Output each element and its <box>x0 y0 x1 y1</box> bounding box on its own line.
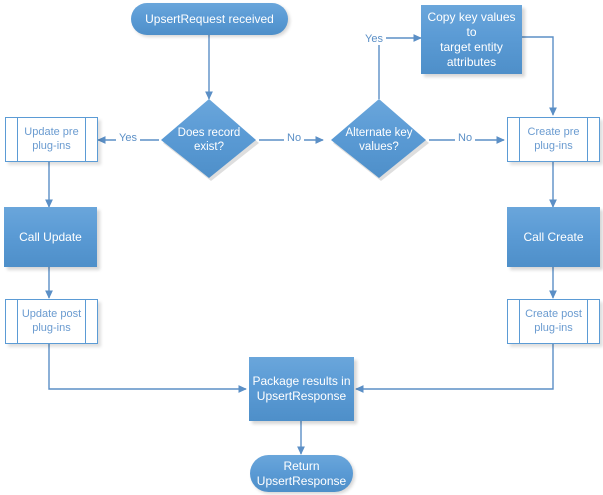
node-upsert-request-received[interactable]: UpsertRequest received <box>131 3 288 35</box>
node-label-line2: exist? <box>193 141 225 153</box>
predefined-bar-left <box>17 300 18 343</box>
node-label-line1: Update post <box>21 307 82 320</box>
node-alternate-key-values[interactable]: Alternate key values? <box>329 99 429 181</box>
edge-alt-keys-yes <box>378 34 422 99</box>
node-label: Update post plug-ins <box>8 308 95 336</box>
node-label-line1: Package results in <box>252 374 351 388</box>
node-label: Return UpsertResponse <box>257 459 346 489</box>
node-create-post-plugins[interactable]: Create post plug-ins <box>507 299 600 344</box>
node-label-line2: plug-ins <box>32 321 71 334</box>
node-does-record-exist[interactable]: Does record exist? <box>159 99 259 181</box>
node-label: Create post plug-ins <box>511 308 596 336</box>
node-label: Update pre plug-ins <box>10 126 92 154</box>
node-label-line1: Create pre <box>527 125 580 138</box>
predefined-bar-left <box>519 300 520 343</box>
predefined-bar-left <box>17 118 18 161</box>
node-update-pre-plugins[interactable]: Update pre plug-ins <box>5 117 98 162</box>
edge-label-does-exist-yes: Yes <box>116 132 140 144</box>
diamond-shape <box>331 99 429 181</box>
predefined-bar-right <box>587 118 588 161</box>
node-label-line2: UpsertResponse <box>256 473 347 488</box>
diamond-shape <box>161 99 259 181</box>
predefined-bar-right <box>85 300 86 343</box>
node-update-post-plugins[interactable]: Update post plug-ins <box>5 299 98 344</box>
node-label-line2: values? <box>359 141 399 153</box>
predefined-bar-left <box>519 118 520 161</box>
node-label-line2: target entity <box>440 39 503 54</box>
node-label-line1: Alternate key <box>345 126 413 139</box>
edge-label-does-exist-no: No <box>284 132 305 144</box>
node-label-line1: Copy key values to <box>427 9 516 39</box>
node-label-line1: Does record <box>177 126 241 139</box>
node-label: Create pre plug-ins <box>514 126 594 154</box>
node-label-line1: Create post <box>525 307 582 320</box>
edge-label-alt-keys-yes: Yes <box>362 33 386 45</box>
node-label-line2: plug-ins <box>534 139 573 152</box>
node-call-update[interactable]: Call Update <box>4 207 97 267</box>
node-label-line2: plug-ins <box>32 139 71 152</box>
node-label: Package results in UpsertResponse <box>252 374 350 404</box>
predefined-bar-right <box>85 118 86 161</box>
node-label: Copy key values to target entity attribu… <box>421 10 522 70</box>
node-label-line2: UpsertResponse <box>256 389 347 403</box>
node-create-pre-plugins[interactable]: Create pre plug-ins <box>507 117 600 162</box>
node-label: Call Update <box>19 229 82 244</box>
node-label-line2: plug-ins <box>534 321 573 334</box>
node-label-line3: attributes <box>446 54 497 69</box>
node-label: Does record exist? <box>159 126 259 155</box>
node-label: Alternate key values? <box>329 126 429 155</box>
node-label-line1: Return <box>283 458 320 473</box>
node-copy-key-values[interactable]: Copy key values to target entity attribu… <box>421 5 522 74</box>
edge-label-alt-keys-no: No <box>455 132 476 144</box>
node-label: UpsertRequest received <box>145 11 274 26</box>
predefined-bar-right <box>587 300 588 343</box>
node-call-create[interactable]: Call Create <box>507 207 600 267</box>
edge-update-post-to-package <box>48 343 247 393</box>
edge-create-post-to-package <box>355 343 554 393</box>
edge-copy-keys-to-create-pre <box>522 36 557 116</box>
node-package-results[interactable]: Package results in UpsertResponse <box>249 357 354 421</box>
node-label-line1: Update pre <box>24 125 79 138</box>
node-return-upsert-response[interactable]: Return UpsertResponse <box>250 455 353 492</box>
node-label: Call Create <box>523 229 584 244</box>
